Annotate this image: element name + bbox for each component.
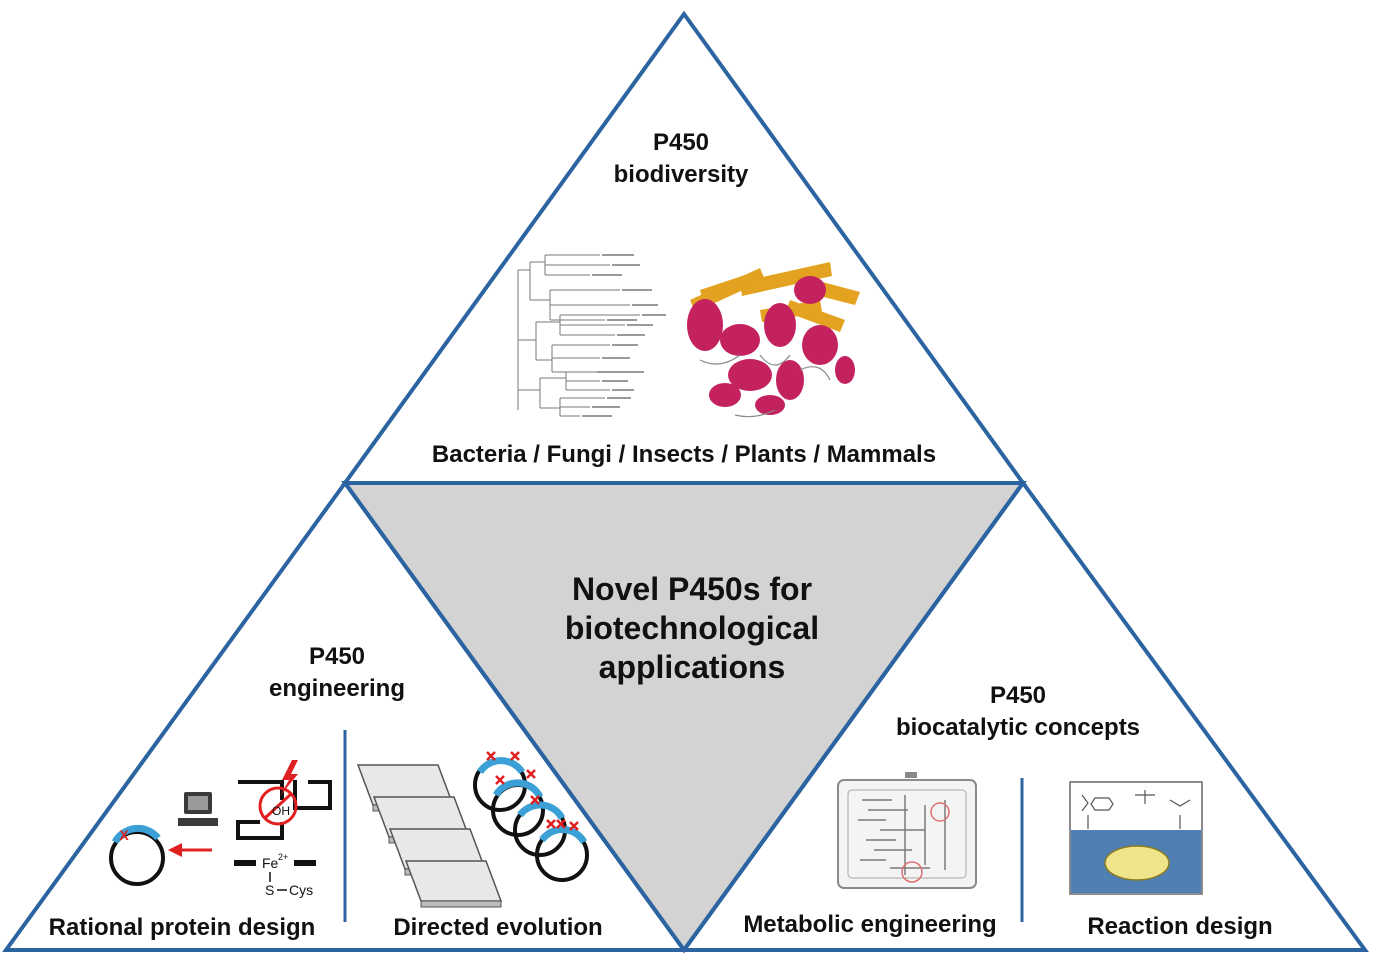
mutation-marks-icon — [486, 751, 579, 831]
fe-label: Fe — [262, 855, 279, 871]
center-title-line2: biotechnological — [565, 610, 819, 646]
left-heading-line2: engineering — [269, 675, 405, 702]
center-title-line1: Novel P450s for — [572, 571, 812, 607]
protein-structure-icon — [687, 262, 860, 418]
phylogenetic-tree-icon — [517, 254, 666, 417]
left-triangle — [2, 479, 688, 952]
red-arrow-icon — [168, 843, 212, 857]
top-heading-line1: P450 — [653, 129, 709, 156]
well-plates-icon — [356, 764, 503, 908]
top-heading-line2: biodiversity — [614, 161, 749, 188]
left-caption-rational: Rational protein design — [49, 914, 316, 941]
right-caption-metabolic: Metabolic engineering — [743, 911, 996, 938]
fe-charge: 2+ — [278, 852, 288, 862]
lightning-icon — [280, 760, 298, 796]
oh-label: OH — [272, 804, 290, 818]
oh-substrate-icon: OH — [258, 786, 298, 826]
metabolic-pathway-icon — [837, 772, 977, 889]
right-caption-reaction: Reaction design — [1087, 913, 1272, 940]
s-label: S — [265, 882, 274, 898]
reaction-vessel-icon — [1069, 781, 1203, 895]
right-triangle — [680, 479, 1369, 952]
right-heading-line1: P450 — [990, 682, 1046, 709]
cys-label: Cys — [289, 882, 313, 898]
mutation-mark: X — [119, 827, 129, 843]
left-heading-line1: P450 — [309, 643, 365, 670]
center-title-line3: applications — [599, 649, 786, 685]
plasmid-icon: X — [109, 824, 165, 886]
right-heading-line2: biocatalytic concepts — [896, 714, 1140, 741]
top-triangle — [341, 10, 1027, 485]
plasmid-library-icon — [473, 757, 589, 882]
top-caption: Bacteria / Fungi / Insects / Plants / Ma… — [432, 441, 936, 468]
computer-icon — [178, 792, 218, 826]
left-caption-directed: Directed evolution — [393, 914, 602, 941]
heme-icon: Fe 2+ S Cys — [234, 852, 316, 898]
